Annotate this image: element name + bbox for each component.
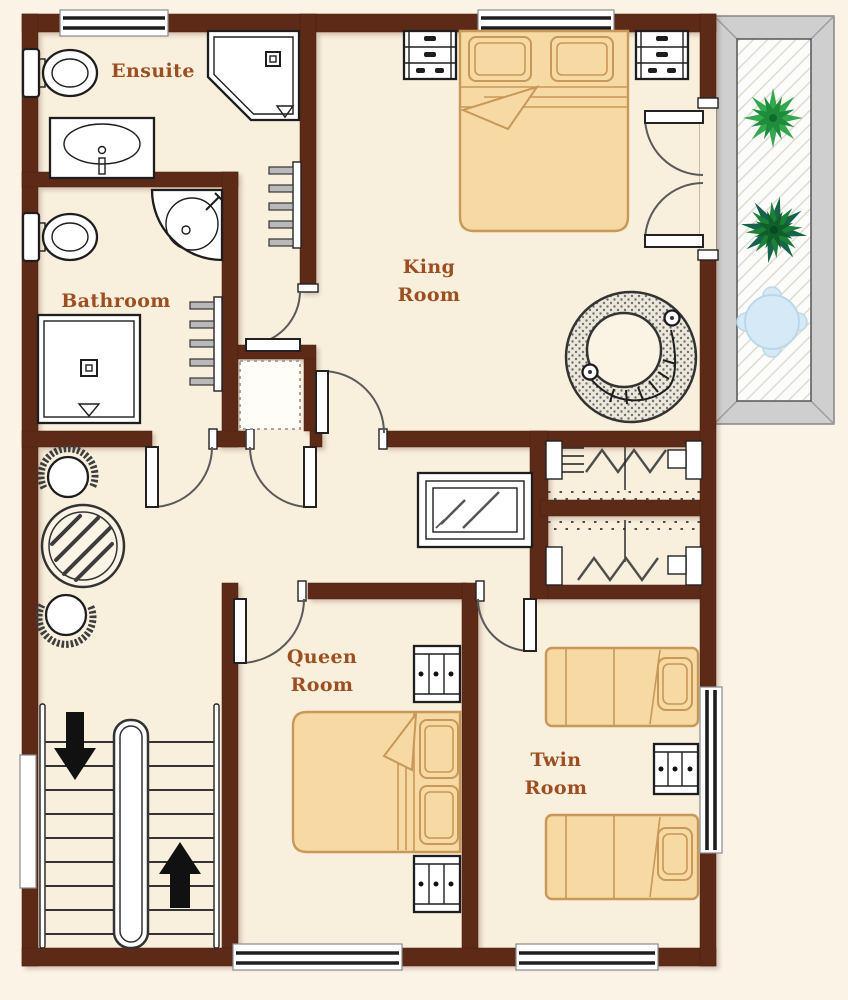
down-arrow-icon [54,712,96,780]
bathroom-label: Bathroom [61,290,171,312]
towel-rail [189,296,223,392]
bathroom-door [145,428,218,508]
up-arrow-icon [159,842,201,908]
twin-room-label-line2: Room [524,777,588,799]
corner-shower [206,29,301,122]
hall [35,440,703,950]
toilet [21,47,99,99]
queen-room-label-line1: Queen [286,646,358,668]
balcony [713,15,835,425]
patio-table [736,286,808,358]
window [232,943,403,971]
staircase [39,703,220,950]
window [59,9,169,37]
bedside-cabinet [652,742,700,796]
toilet [21,211,99,263]
ensuite-label: Ensuite [111,60,195,82]
queen-room-label-line2: Room [290,674,354,696]
bedside-cabinet [412,644,462,704]
king-room-door [315,370,388,450]
shower [36,313,142,425]
twin-room [544,646,700,901]
twin-bed [544,646,700,728]
chair [37,445,99,499]
window [699,686,723,854]
king-room-label: King Room [398,253,461,309]
corner-basin [150,188,224,262]
wall-segment [221,582,239,949]
twin-bed [544,813,700,901]
ensuite-king-door [245,283,319,352]
king-room-label-line1: King [402,256,456,278]
wall-segment [303,358,317,432]
linen-cupboard-door [245,428,317,508]
plant-icon [740,196,808,264]
king-bed [458,29,630,233]
nightstand [634,29,690,81]
bedside-cabinet [412,854,462,914]
twin-room-label-line1: Twin [530,749,582,771]
ensuite [21,29,302,249]
window [515,943,659,971]
doors [145,97,719,664]
towel-rail [268,161,302,249]
wall-segment [216,430,246,448]
window [19,754,37,889]
wall-segment [307,582,468,600]
wall-segment [21,430,153,448]
twin-room-label: Twin Room [525,746,588,802]
queen-room [291,644,462,914]
wall-mirror [416,471,534,549]
nightstand [402,29,458,81]
queen-room-label: Queen Room [287,643,357,699]
vanity-basin [48,116,156,180]
wall-segment [461,582,479,949]
chair [35,593,97,648]
wall-segment [221,171,239,448]
wall-segment [547,584,701,600]
queen-room-door [233,580,307,664]
french-doors [644,97,719,261]
round-table [40,503,126,589]
wardrobe [545,440,703,500]
wall-segment [539,499,701,517]
twin-room-door [475,580,537,652]
king-room [402,29,698,424]
wardrobe [545,520,703,586]
queen-bed [291,710,462,854]
bathroom [21,188,224,425]
linen-cupboard [239,360,301,430]
plant-icon [743,88,803,148]
wall-segment [299,13,317,293]
king-room-label-line2: Room [397,284,461,306]
french-door-opening [700,106,716,252]
spa-bath [564,290,698,424]
